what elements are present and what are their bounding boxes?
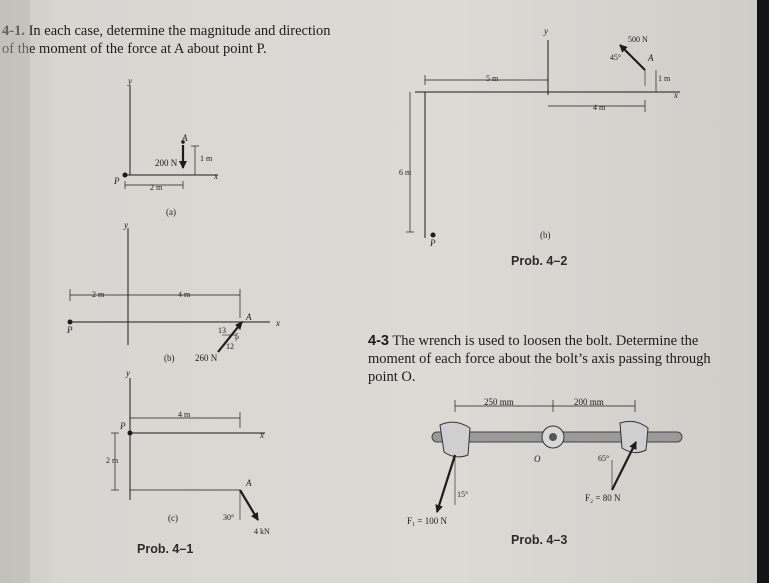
- fig-c-angle-label: 30°: [223, 513, 235, 522]
- problem-4-3-line2: moment of each force about the bolt’s ax…: [368, 351, 711, 367]
- fig-a-diagram: [124, 85, 218, 189]
- prob-4-2-dist-top-label: 5 m: [486, 74, 499, 83]
- fig-c-diagram: [111, 378, 265, 521]
- fig-b-point-p: [67, 319, 73, 325]
- prob-4-2-force-label: 500 N: [628, 35, 648, 44]
- prob-4-2-angle-label: 45°: [610, 53, 622, 62]
- wrench-dim-250: 250 mm: [484, 397, 514, 407]
- fig-c-y-label: y: [126, 368, 130, 378]
- prob-4-2-dist-side-label: 6 m: [399, 168, 412, 177]
- fig-b-point-a-label: A: [246, 312, 252, 322]
- problem-4-1-text: 4-1. In each case, determine the magnitu…: [2, 22, 331, 40]
- fig-a-point-p-label: P: [114, 176, 120, 186]
- fig-c-force-label: 4 kN: [254, 527, 270, 536]
- fig-b-x-label: x: [276, 318, 280, 328]
- fig-b-slope-12: 12: [226, 342, 234, 351]
- prob-4-2-point-p-label: P: [430, 238, 436, 248]
- fig-a-caption: (a): [166, 207, 176, 217]
- fig-c-point-p: [127, 430, 133, 436]
- prob-4-2-x-label: x: [674, 90, 678, 100]
- problem-4-1-line1: In each case, determine the magnitude an…: [28, 23, 331, 39]
- fig-b-dist-left-label: 2 m: [92, 290, 105, 299]
- prob-4-2-point-p: [430, 232, 436, 238]
- prob-4-2-point-a-label: A: [648, 53, 654, 63]
- wrench-force-f2: F₂ = 80 N: [585, 493, 621, 503]
- fig-a-force-label: 200 N: [155, 158, 178, 168]
- fig-a-x-label: x: [214, 171, 218, 181]
- fig-b-caption: (b): [164, 353, 175, 363]
- fig-a-point-a: [181, 140, 185, 144]
- prob-4-2-height-label: 1 m: [658, 74, 671, 83]
- problem-4-3-text: 4-3 The wrench is used to loosen the bol…: [368, 332, 698, 350]
- fig-c-point-p-label: P: [120, 421, 126, 431]
- fig-b-slope-13: 13: [218, 326, 226, 335]
- prob-4-2-diagram: [406, 40, 680, 238]
- problem-4-3-number: 4-3: [368, 333, 389, 349]
- fig-c-dist-top-label: 4 m: [178, 410, 191, 419]
- fig-b-dist-right-label: 4 m: [178, 290, 191, 299]
- fig-a-y-label: y: [128, 76, 132, 86]
- fig-c-x-label: x: [260, 430, 264, 440]
- fig-b-force-label: 260 N: [195, 353, 218, 363]
- problem-4-3-line3: point O.: [368, 369, 416, 385]
- fig-a-point-p: [122, 172, 128, 178]
- problem-4-3-line1: The wrench is used to loosen the bolt. D…: [392, 333, 699, 349]
- prob-4-3-heading: Prob. 4–3: [511, 533, 568, 547]
- fig-c-dist-side-label: 2 m: [106, 456, 119, 465]
- fig-a-height-label: 1 m: [200, 154, 213, 163]
- prob-4-2-heading: Prob. 4–2: [511, 254, 568, 268]
- wrench-point-o-label: O: [534, 454, 541, 464]
- fig-a-dist-label: 2 m: [150, 183, 163, 192]
- scan-edge: [757, 0, 769, 583]
- wrench-force-f1: F₁ = 100 N: [407, 516, 447, 526]
- wrench-dim-200: 200 mm: [574, 397, 604, 407]
- problem-4-1-number: 4-1.: [2, 23, 25, 39]
- fig-b-slope-5: 5: [235, 332, 239, 341]
- prob-4-1-heading: Prob. 4–1: [137, 542, 194, 556]
- fig-c-caption: (c): [168, 513, 178, 523]
- fig-b-y-label: y: [124, 220, 128, 230]
- fig-b-point-p-label: P: [67, 325, 73, 335]
- prob-4-2-caption: (b): [540, 230, 551, 240]
- prob-4-2-y-label: y: [544, 26, 548, 36]
- wrench-angle-15: 15°: [457, 490, 469, 499]
- fig-b-diagram: [69, 228, 270, 353]
- fig-a-point-a-label: A: [182, 133, 188, 143]
- problem-4-1-line2: of the moment of the force at A about po…: [2, 41, 267, 57]
- wrench-angle-65: 65°: [598, 454, 610, 463]
- wrench-figure: [431, 400, 683, 513]
- fig-c-point-a-label: A: [246, 478, 252, 488]
- prob-4-2-dist-right-label: 4 m: [593, 103, 606, 112]
